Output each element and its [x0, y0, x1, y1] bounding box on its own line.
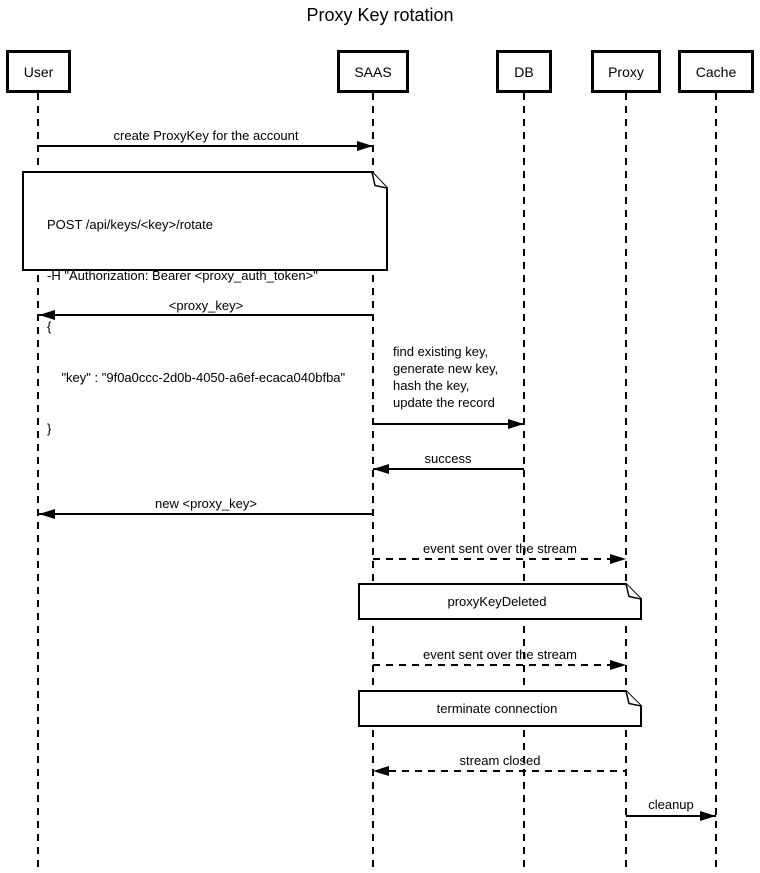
message-db-update-line4: update the record	[393, 395, 495, 410]
arrowhead-left-icon	[373, 464, 389, 474]
actor-saas-label: SAAS	[354, 63, 392, 80]
message-event-stream-1-label: event sent over the stream	[423, 541, 577, 556]
note-terminate-connection-label: terminate connection	[436, 701, 558, 716]
message-event-stream-2-label: event sent over the stream	[423, 647, 577, 662]
actor-db-label: DB	[514, 63, 534, 80]
message-db-update-line3: hash the key,	[393, 378, 470, 393]
message-db-update-line2: generate new key,	[393, 361, 499, 376]
note-terminate-connection: terminate connection	[358, 690, 642, 727]
message-success-line	[373, 468, 524, 470]
note-proxykeydeleted: proxyKeyDeleted	[358, 583, 642, 620]
note-shape	[22, 171, 388, 271]
note-shape	[358, 583, 642, 620]
message-proxy-key-label: <proxy_key>	[168, 298, 244, 313]
arrowhead-left-icon	[39, 509, 55, 519]
actor-proxy: Proxy	[591, 50, 661, 93]
message-create-proxykey-line	[39, 145, 373, 147]
message-db-update-line1: find existing key,	[393, 344, 489, 359]
actor-cache: Cache	[678, 50, 754, 93]
lifeline-saas	[372, 93, 374, 870]
lifeline-cache	[715, 93, 717, 870]
message-cleanup-line	[626, 815, 716, 817]
actor-user-label: User	[23, 63, 54, 80]
message-db-update-line	[373, 423, 524, 425]
arrowhead-right-icon	[610, 660, 626, 670]
lifeline-proxy	[625, 93, 627, 870]
message-success-label: success	[424, 451, 472, 466]
note-shape	[358, 690, 642, 727]
note-line: "key" : "9f0a0ccc-2d0b-4050-a6ef-ecaca04…	[47, 370, 346, 385]
message-create-proxykey-label: create ProxyKey for the account	[113, 128, 299, 143]
message-new-proxy-key-label: new <proxy_key>	[155, 496, 257, 511]
note-line: }	[47, 421, 52, 436]
note-rotate-request: POST /api/keys/<key>/rotate -H "Authoriz…	[22, 171, 388, 436]
note-line: POST /api/keys/<key>/rotate	[47, 217, 213, 232]
message-event-stream-1-line	[373, 558, 610, 560]
actor-proxy-label: Proxy	[608, 63, 644, 80]
message-event-stream-2-line	[373, 664, 610, 666]
arrowhead-left-icon	[39, 310, 55, 320]
arrowhead-right-icon	[700, 811, 716, 821]
arrowhead-right-icon	[357, 141, 373, 151]
arrowhead-right-icon	[508, 419, 524, 429]
message-new-proxy-key-line	[39, 513, 373, 515]
message-proxy-key-line	[39, 314, 373, 316]
arrowhead-right-icon	[610, 554, 626, 564]
message-stream-closed-line	[389, 770, 626, 772]
message-cleanup-label: cleanup	[648, 797, 694, 812]
lifeline-db	[523, 93, 525, 870]
actor-saas: SAAS	[337, 50, 409, 93]
message-stream-closed-label: stream closed	[459, 753, 541, 768]
note-rotate-request-text: POST /api/keys/<key>/rotate -H "Authoriz…	[47, 182, 345, 471]
note-line: {	[47, 319, 52, 334]
actor-user: User	[6, 50, 71, 93]
diagram-title: Proxy Key rotation	[306, 5, 454, 25]
actor-db: DB	[496, 50, 552, 93]
note-line: -H "Authorization: Bearer <proxy_auth_to…	[47, 268, 318, 283]
arrowhead-left-icon	[373, 766, 389, 776]
note-proxykeydeleted-label: proxyKeyDeleted	[447, 594, 547, 609]
message-db-update-label: find existing key, generate new key, has…	[393, 343, 498, 411]
actor-cache-label: Cache	[695, 63, 737, 80]
lifeline-user	[37, 93, 39, 870]
